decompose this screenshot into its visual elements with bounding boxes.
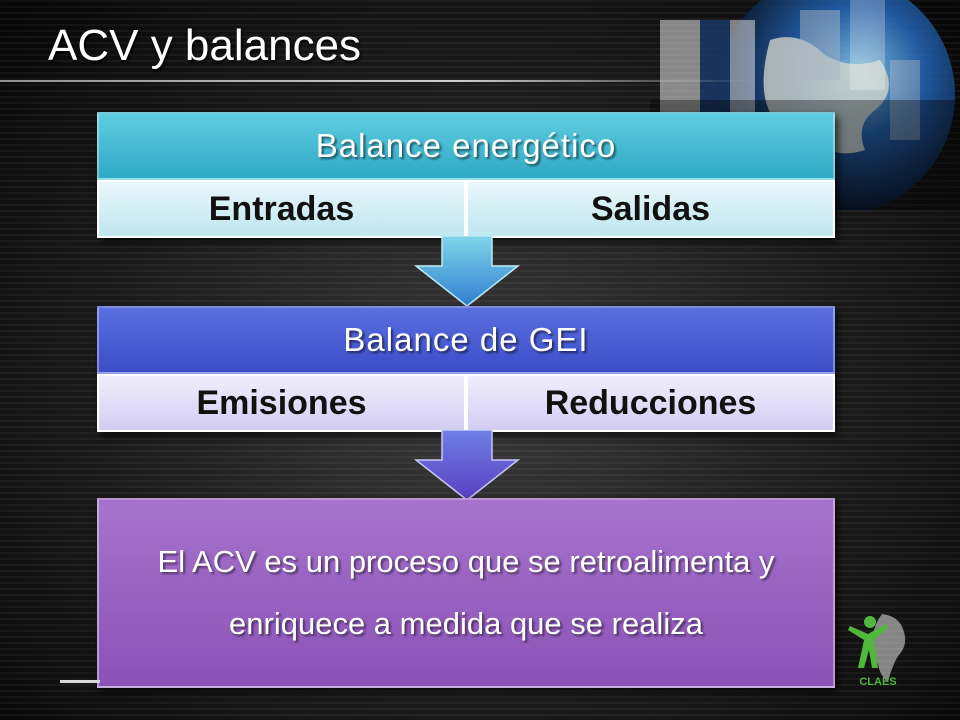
claes-logo-text: CLAES — [859, 676, 897, 688]
slide-title: ACV y balances — [48, 21, 362, 70]
outputs-cell: Salidas — [466, 180, 835, 238]
inputs-cell: Entradas — [97, 180, 466, 238]
ghg-balance-block: Balance de GEI Emisiones Reducciones — [97, 306, 835, 432]
energy-balance-block: Balance energético Entradas Salidas — [97, 112, 835, 238]
reductions-cell: Reducciones — [466, 374, 835, 432]
emissions-cell: Emisiones — [97, 374, 466, 432]
ghg-balance-cells: Emisiones Reducciones — [97, 374, 835, 432]
down-arrow-icon — [413, 236, 521, 307]
down-arrow-icon — [413, 430, 521, 501]
energy-balance-header: Balance energético — [97, 112, 835, 180]
title-divider — [0, 80, 760, 82]
energy-balance-cells: Entradas Salidas — [97, 180, 835, 238]
ghg-balance-header: Balance de GEI — [97, 306, 835, 374]
lca-statement-block: El ACV es un proceso que se retroaliment… — [97, 498, 835, 688]
bottom-divider — [60, 680, 100, 683]
person-south-america-icon — [848, 614, 906, 682]
